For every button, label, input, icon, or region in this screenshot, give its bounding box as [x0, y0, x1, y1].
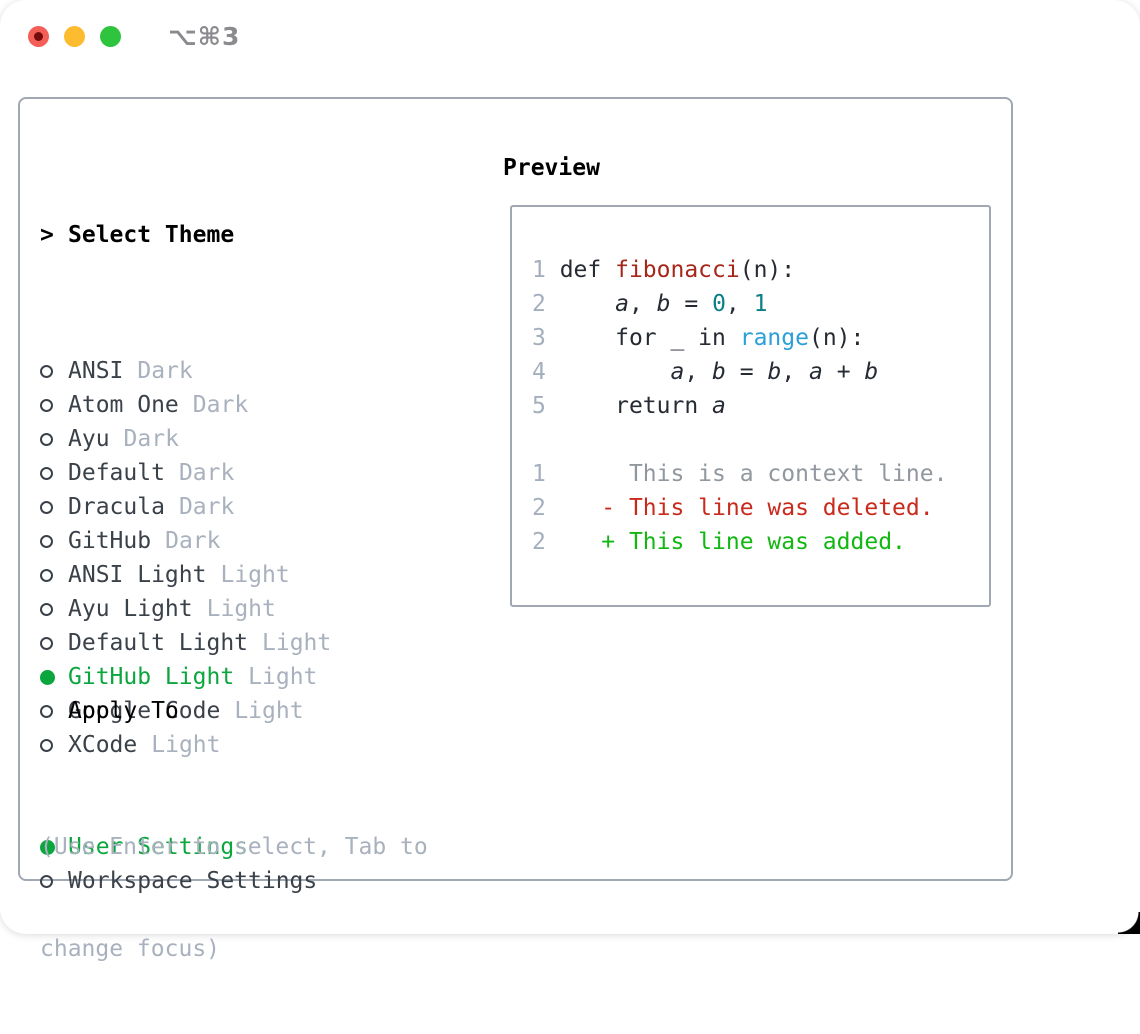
- theme-name: Google Code: [68, 698, 221, 724]
- theme-option-google-code[interactable]: Google Code Light: [40, 694, 331, 728]
- theme-option-default-light[interactable]: Default Light Light: [40, 626, 331, 660]
- apply-option-label: Workspace Settings: [68, 868, 318, 894]
- zoom-button[interactable]: [100, 26, 121, 47]
- theme-option-ayu-light[interactable]: Ayu Light Light: [40, 592, 331, 626]
- theme-option-xcode[interactable]: XCode Light: [40, 728, 331, 762]
- apply-to-header: Apply To: [68, 698, 179, 724]
- line-number: 5: [532, 393, 560, 419]
- line-number: 2: [532, 495, 560, 521]
- radio-selected-icon: [40, 669, 55, 685]
- radio-unselected-icon: [40, 602, 53, 616]
- theme-option-ayu[interactable]: Ayu Dark: [40, 422, 331, 456]
- theme-name: GitHub: [68, 528, 152, 554]
- theme-variant-tag: Light: [248, 664, 318, 690]
- preview-code-line: 5 return a: [532, 393, 726, 419]
- radio-unselected-icon: [40, 432, 53, 446]
- line-number: 3: [532, 325, 560, 351]
- help-text: (Use Enter to select, Tab to change focu…: [40, 762, 428, 1034]
- apply-to-header-row: Apply To: [40, 694, 317, 728]
- radio-unselected-icon: [40, 568, 53, 582]
- theme-name: Ayu Light: [68, 596, 193, 622]
- radio-unselected-icon: [40, 500, 53, 514]
- theme-option-ansi[interactable]: ANSI Dark: [40, 354, 331, 388]
- theme-name: Dracula: [68, 494, 165, 520]
- screen-corner: [1118, 912, 1140, 934]
- theme-variant-tag: Dark: [123, 426, 179, 452]
- theme-variant-tag: Dark: [178, 494, 235, 520]
- theme-variant-tag: Dark: [165, 528, 221, 554]
- preview-code-line: 3 for _ in range(n):: [532, 325, 865, 351]
- radio-unselected-icon: [40, 704, 53, 718]
- line-number: 2: [532, 529, 560, 555]
- radio-unselected-icon: [40, 636, 53, 650]
- preview-code-line: 2 + This line was added.: [532, 529, 906, 555]
- theme-option-github[interactable]: GitHub Dark: [40, 524, 331, 558]
- theme-name: XCode: [68, 732, 138, 758]
- radio-selected-icon: [40, 839, 55, 855]
- theme-option-github-light[interactable]: GitHub Light Light: [40, 660, 331, 694]
- line-number: 1: [532, 257, 560, 283]
- theme-list-header-row: > Select Theme: [40, 218, 331, 252]
- help-line-2: change focus): [40, 936, 221, 962]
- theme-variant-tag: Dark: [137, 358, 193, 384]
- theme-variant-tag: Light: [262, 630, 332, 656]
- theme-list-header: Select Theme: [68, 222, 235, 248]
- apply-option-user-settings[interactable]: User Settings: [40, 830, 317, 864]
- theme-variant-tag: Light: [206, 596, 276, 622]
- radio-unselected-icon: [40, 398, 53, 412]
- radio-unselected-icon: [40, 738, 53, 752]
- title-bar: ⌥⌘3: [0, 0, 1140, 74]
- theme-variant-tag: Light: [234, 698, 304, 724]
- prompt-icon: >: [40, 222, 54, 248]
- line-number: 2: [532, 291, 560, 317]
- theme-name: GitHub Light: [68, 664, 235, 690]
- apply-option-workspace-settings[interactable]: Workspace Settings: [40, 864, 317, 898]
- apply-option-label: User Settings: [68, 834, 249, 860]
- theme-name: ANSI Light: [68, 562, 207, 588]
- theme-option-ansi-light[interactable]: ANSI Light Light: [40, 558, 331, 592]
- minimize-button[interactable]: [64, 26, 85, 47]
- preview-header: Preview: [503, 155, 600, 181]
- radio-unselected-icon: [40, 364, 53, 378]
- preview-code-line: 4 a, b = b, a + b: [532, 359, 879, 385]
- close-button[interactable]: [28, 26, 49, 47]
- radio-unselected-icon: [40, 874, 53, 888]
- preview-code-line: 1 This is a context line.: [532, 461, 948, 487]
- theme-name: Default Light: [68, 630, 249, 656]
- help-line-1: (Use Enter to select, Tab to: [40, 834, 428, 860]
- theme-name: Default: [68, 460, 165, 486]
- theme-option-default[interactable]: Default Dark: [40, 456, 331, 490]
- theme-name: ANSI: [68, 358, 124, 384]
- theme-name: Ayu: [68, 426, 110, 452]
- preview-code-line: 1 def fibonacci(n):: [532, 257, 796, 283]
- theme-variant-tag: Dark: [192, 392, 249, 418]
- preview-pane: 1 def fibonacci(n): 2 a, b = 0, 1 3 for _ …: [510, 205, 991, 607]
- theme-variant-tag: Dark: [178, 460, 235, 486]
- theme-name: Atom One: [68, 392, 179, 418]
- line-number: [532, 427, 560, 453]
- theme-option-dracula[interactable]: Dracula Dark: [40, 490, 331, 524]
- theme-option-atom-one[interactable]: Atom One Dark: [40, 388, 331, 422]
- window-title: ⌥⌘3: [168, 22, 241, 51]
- line-number: 1: [532, 461, 560, 487]
- radio-unselected-icon: [40, 466, 53, 480]
- preview-code-line: [532, 423, 989, 457]
- radio-unselected-icon: [40, 534, 53, 548]
- preview-code-line: 2 a, b = 0, 1: [532, 291, 768, 317]
- preview-code-line: 2 - This line was deleted.: [532, 495, 934, 521]
- theme-variant-tag: Light: [220, 562, 290, 588]
- theme-variant-tag: Light: [151, 732, 221, 758]
- line-number: 4: [532, 359, 560, 385]
